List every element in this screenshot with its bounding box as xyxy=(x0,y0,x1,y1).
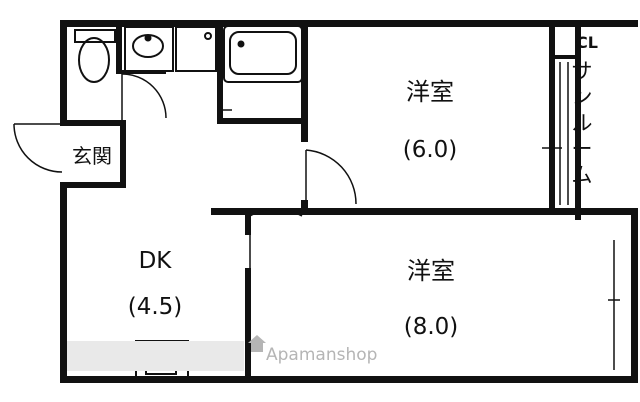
bathtub xyxy=(223,25,303,83)
sunroom-label-char: ム xyxy=(572,163,593,187)
house-logo-icon xyxy=(248,335,266,352)
washer-space xyxy=(175,26,217,72)
room-name-western-6: 洋室 xyxy=(406,78,454,106)
toilet xyxy=(74,29,116,83)
sunroom-label-char: ル xyxy=(572,111,593,135)
window-marks xyxy=(542,147,620,301)
watermark: Apamanshop xyxy=(248,335,377,365)
windows xyxy=(559,62,615,370)
room-name-western-8: 洋室 xyxy=(407,257,455,285)
washbasin xyxy=(124,26,174,72)
watermark-text: Apamanshop xyxy=(266,345,377,365)
room-size-western-6: (6.0) xyxy=(403,137,458,163)
sunroom-label-char: ン xyxy=(572,85,593,109)
walls xyxy=(60,20,638,383)
sunroom-label-char: ー xyxy=(572,137,593,161)
room-name-closet: CL xyxy=(576,33,598,52)
sunroom-label-char: サ xyxy=(572,59,593,83)
room-name-dk: DK xyxy=(139,248,173,274)
room-size-dk: (4.5) xyxy=(128,294,183,320)
kitchen-counter xyxy=(64,341,244,371)
room-size-western-8: (8.0) xyxy=(404,314,459,340)
room-name-entrance: 玄関 xyxy=(72,144,112,168)
doors xyxy=(13,73,357,268)
room-name-sunroom: サンルーム xyxy=(572,59,593,187)
